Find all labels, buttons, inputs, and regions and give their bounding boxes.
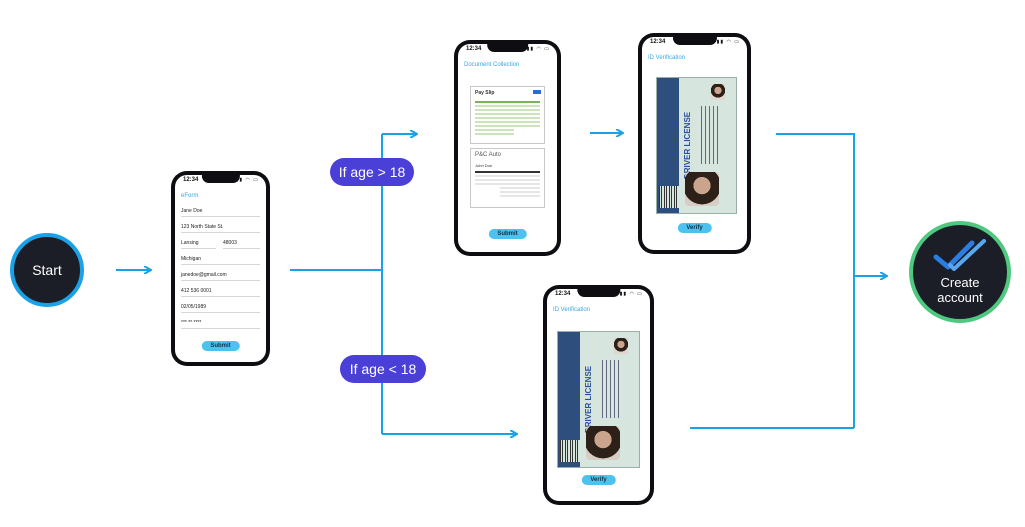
field-birthdate[interactable]: 02/05/1989 [181, 303, 260, 313]
status-time: 12:34 [555, 291, 571, 297]
submit-button[interactable]: Submit [488, 229, 527, 239]
payslip-logo [533, 90, 541, 94]
status-icons: ▮▮ ◠ ▭ [619, 291, 643, 297]
phone-notch [672, 37, 717, 45]
invoice-document: P&C Auto John Doe [470, 148, 545, 208]
status-icons: ▮▮ ◠ ▭ [716, 39, 740, 45]
create-label-line2: account [937, 290, 983, 305]
field-name[interactable]: Jane Doe [181, 207, 260, 217]
phone-document-collection: 12:34 ▮▮ ◠ ▭ Document Collection Pay Sli… [454, 40, 561, 256]
field-email[interactable]: janedoe@gmail.com [181, 271, 260, 281]
start-label: Start [32, 262, 62, 278]
verify-button[interactable]: Verify [677, 223, 712, 233]
field-state[interactable]: Michigan [181, 255, 260, 265]
driver-license-image: DRIVER LICENSE [557, 331, 640, 468]
driver-license-image: DRIVER LICENSE [656, 77, 737, 214]
phone-id-verification-top: 12:34 ▮▮ ◠ ▭ ID Verification DRIVER LICE… [638, 33, 751, 254]
license-photo [685, 172, 719, 206]
eform-title: eForm [181, 193, 199, 199]
phone-notch [576, 289, 621, 297]
field-phone[interactable]: 412 536 0001 [181, 287, 260, 297]
document-collection-title: Document Collection [464, 62, 520, 68]
phone-screen: 12:34 ▮▮ ◠ ▭ eForm Jane Doe 123 North St… [175, 175, 266, 362]
line-id-top-to-merge [776, 133, 855, 428]
create-label-line1: Create [940, 275, 980, 290]
status-icons: ▮▮ ◠ ▭ [235, 177, 259, 183]
license-ghost-photo [711, 84, 725, 100]
license-ghost-photo [614, 338, 628, 354]
status-time: 12:34 [183, 177, 199, 183]
status-time: 12:34 [466, 46, 482, 52]
field-street[interactable]: 123 North State St. [181, 223, 260, 233]
double-check-icon [933, 239, 986, 271]
start-node: Start [10, 233, 84, 307]
create-account-node: Create account [909, 221, 1011, 323]
payslip-document: Pay Slip [470, 86, 545, 144]
id-verification-title: ID Verification [553, 307, 591, 313]
id-verification-title: ID Verification [648, 55, 686, 61]
license-state-band [558, 332, 580, 467]
phone-eform: 12:34 ▮▮ ◠ ▭ eForm Jane Doe 123 North St… [171, 171, 270, 366]
invoice-totals [500, 187, 540, 199]
phone-screen: 12:34 ▮▮ ◠ ▭ Document Collection Pay Sli… [458, 44, 557, 252]
condition-age-over-18: If age > 18 [330, 158, 414, 186]
license-state-band [657, 78, 679, 213]
license-details [701, 106, 719, 164]
verify-button[interactable]: Verify [581, 475, 616, 485]
invoice-table [475, 171, 540, 187]
invoice-recipient: John Doe [475, 163, 493, 168]
payslip-table [475, 101, 540, 137]
status-time: 12:34 [650, 39, 666, 45]
status-icons: ▮▮ ◠ ▭ [526, 46, 550, 52]
license-photo [586, 426, 620, 460]
license-details [602, 360, 620, 418]
phone-screen: 12:34 ▮▮ ◠ ▭ ID Verification DRIVER LICE… [547, 289, 650, 501]
phone-notch [486, 44, 529, 52]
phone-notch [201, 175, 240, 183]
invoice-title: P&C Auto [475, 152, 502, 158]
condition-age-under-18: If age < 18 [340, 355, 426, 383]
field-ssn[interactable]: *** ** **** [181, 319, 260, 329]
phone-id-verification-bottom: 12:34 ▮▮ ◠ ▭ ID Verification DRIVER LICE… [543, 285, 654, 505]
field-city[interactable]: Lansing [181, 239, 216, 249]
license-barcode [659, 186, 679, 208]
payslip-title: Pay Slip [475, 90, 495, 96]
license-barcode [560, 440, 580, 462]
phone-screen: 12:34 ▮▮ ◠ ▭ ID Verification DRIVER LICE… [642, 37, 747, 250]
submit-button[interactable]: Submit [201, 341, 240, 351]
field-zip[interactable]: 48003 [223, 239, 260, 249]
